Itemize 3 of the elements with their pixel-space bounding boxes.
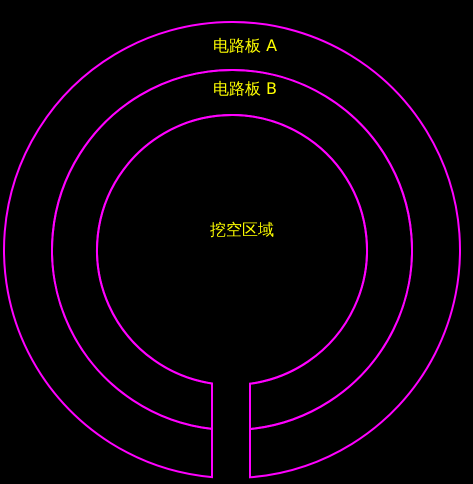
region-label: 挖空区域 <box>210 220 274 241</box>
region-label: 电路板 A <box>212 36 278 57</box>
region-label: 电路板 B <box>212 79 278 100</box>
